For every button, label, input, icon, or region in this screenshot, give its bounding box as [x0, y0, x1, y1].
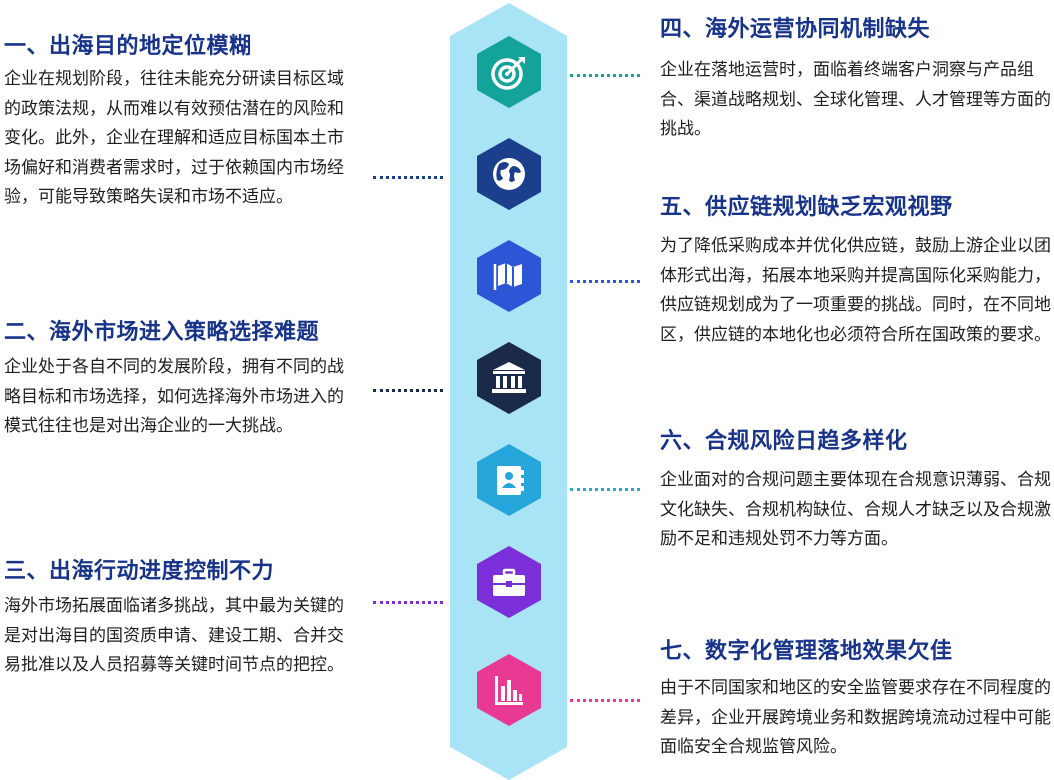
challenge-body: 企业在规划阶段，往往未能充分研读目标区域的政策法规，从而难以有效预估潜在的风险和…	[4, 69, 344, 207]
challenge-body: 为了降低采购成本并优化供应链，鼓励上游企业以团体形式出海，拓展本地采购并提高国际…	[660, 236, 1051, 345]
challenge-title: 六、合规风险日趋多样化	[660, 429, 908, 454]
challenge-body: 企业在落地运营时，面临着终端客户洞察与产品组合、渠道战略规划、全球化管理、人才管…	[660, 60, 1051, 139]
challenge-body: 海外市场拓展面临诸多挑战，其中最为关键的是对出海目的国资质申请、建设工期、合并交…	[4, 596, 344, 675]
connector-dots	[373, 176, 443, 179]
connector-dots	[570, 74, 640, 77]
challenge-title: 三、出海行动进度控制不力	[4, 559, 275, 584]
connector-dots	[570, 280, 640, 283]
challenge-block-1: 一、出海目的地定位模糊 企业在规划阶段，往往未能充分研读目标区域的政策法规，从而…	[4, 33, 360, 213]
challenge-title: 四、海外运营协同机制缺失	[660, 17, 931, 42]
contact-book-icon	[471, 442, 547, 518]
connector-dots	[373, 601, 443, 604]
challenge-body: 企业面对的合规问题主要体现在合规意识薄弱、合规文化缺失、合规机构缺位、合规人才缺…	[660, 470, 1051, 549]
connector-dots	[373, 389, 443, 392]
target-icon	[471, 34, 547, 110]
challenge-title: 七、数字化管理落地效果欠佳	[660, 639, 953, 664]
bar-chart-icon	[471, 652, 547, 728]
challenge-block-7: 七、数字化管理落地效果欠佳 由于不同国家和地区的安全监管要求存在不同程度的差异，…	[660, 638, 1052, 763]
challenge-title: 一、出海目的地定位模糊	[4, 34, 252, 59]
challenge-block-4: 四、海外运营协同机制缺失 企业在落地运营时，面临着终端客户洞察与产品组合、渠道战…	[660, 16, 1052, 145]
challenge-title: 五、供应链规划缺乏宏观视野	[660, 195, 953, 220]
briefcase-icon	[471, 544, 547, 620]
map-icon	[471, 238, 547, 314]
connector-dots	[570, 488, 640, 491]
challenge-body: 企业处于各自不同的发展阶段，拥有不同的战略目标和市场选择，如何选择海外市场进入的…	[4, 357, 344, 436]
challenge-title: 二、海外市场进入策略选择难题	[4, 320, 320, 345]
globe-icon	[471, 136, 547, 212]
connector-dots	[570, 699, 640, 702]
challenge-block-5: 五、供应链规划缺乏宏观视野 为了降低采购成本并优化供应链，鼓励上游企业以团体形式…	[660, 194, 1052, 350]
challenge-body: 由于不同国家和地区的安全监管要求存在不同程度的差异，企业开展跨境业务和数据跨境流…	[660, 678, 1051, 757]
challenge-block-2: 二、海外市场进入策略选择难题 企业处于各自不同的发展阶段，拥有不同的战略目标和市…	[4, 319, 360, 442]
challenge-block-6: 六、合规风险日趋多样化 企业面对的合规问题主要体现在合规意识薄弱、合规文化缺失、…	[660, 428, 1052, 555]
bank-icon	[471, 340, 547, 416]
challenge-block-3: 三、出海行动进度控制不力 海外市场拓展面临诸多挑战，其中最为关键的是对出海目的国…	[4, 558, 360, 681]
